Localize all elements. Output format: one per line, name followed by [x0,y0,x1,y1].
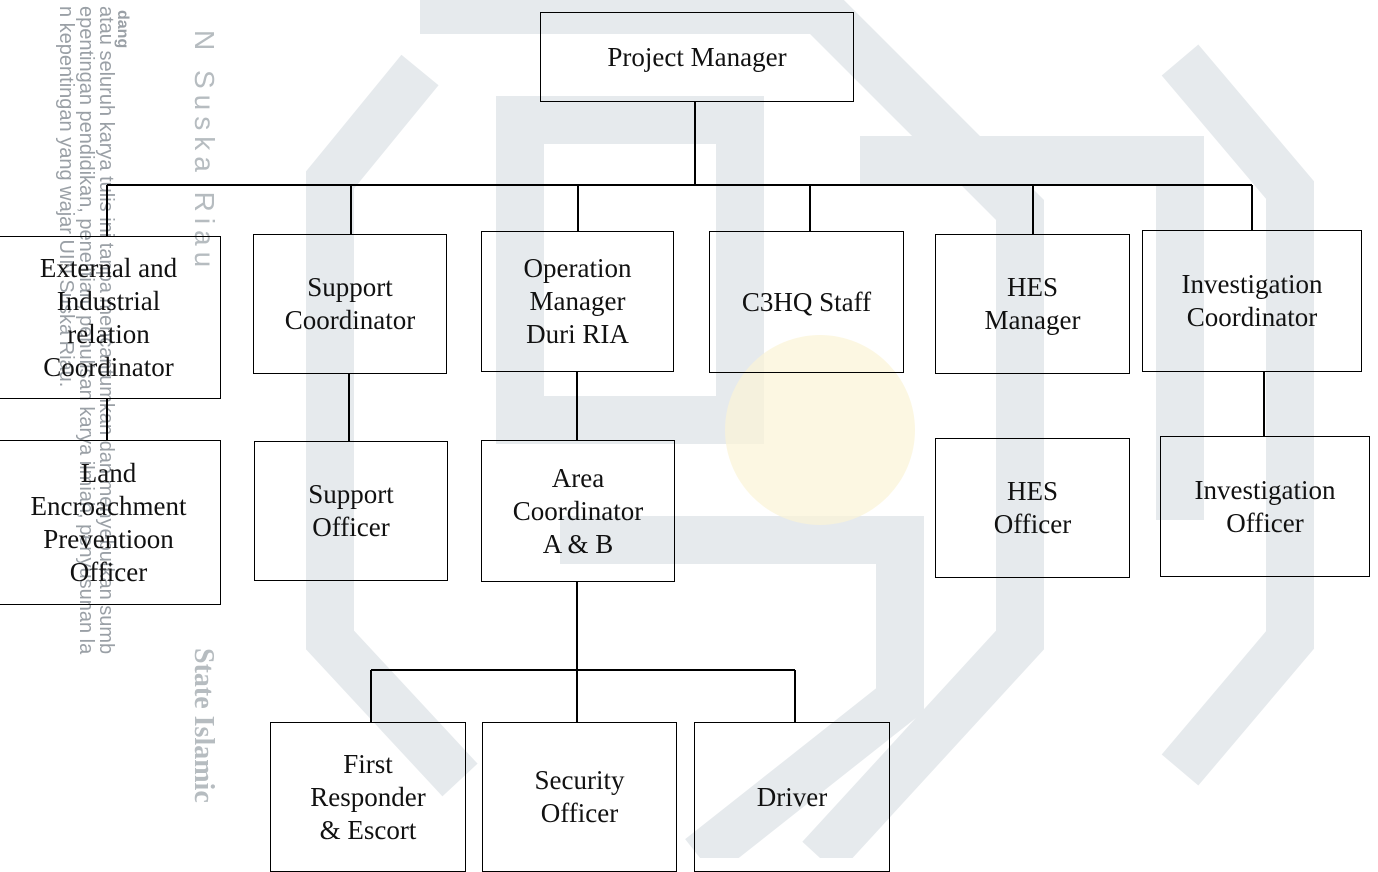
support-coordinator-box: Support Coordinator [253,234,447,374]
first-responder-escort-label: First Responder & Escort [310,748,426,845]
support-coordinator-label: Support Coordinator [284,272,416,335]
first-responder-escort-box: First Responder & Escort [270,722,466,872]
security-officer-box: Security Officer [482,722,677,872]
area-coordinator-box: Area Coordinator A & B [481,440,675,582]
operation-manager-label: Operation Manager Duri RIA [523,253,632,349]
hes-manager-label: HES Manager [984,272,1081,335]
driver-box: Driver [694,722,890,872]
investigation-officer-label: Investigation Officer [1194,474,1336,538]
external-relation-coordinator-label: External and Industrial relation Coordin… [39,252,178,382]
driver-label: Driver [756,781,828,812]
investigation-coordinator-box: Investigation Coordinator [1142,230,1362,372]
investigation-coordinator-label: Investigation Coordinator [1181,269,1323,332]
c3hq-staff-label: C3HQ Staff [741,286,872,317]
land-encroachment-officer-label: Land Encroachment Preventioon Officer [30,457,187,587]
hes-manager-box: HES Manager [935,234,1130,374]
project-manager-label: Project Manager [607,41,787,72]
hes-officer-box: HES Officer [935,438,1130,578]
land-encroachment-officer-box: Land Encroachment Preventioon Officer [0,440,221,605]
investigation-officer-box: Investigation Officer [1160,436,1370,577]
project-manager-box: Project Manager [540,12,854,102]
support-officer-box: Support Officer [254,441,448,581]
c3hq-staff-box: C3HQ Staff [709,231,904,373]
operation-manager-box: Operation Manager Duri RIA [481,231,674,372]
area-coordinator-label: Area Coordinator A & B [512,462,644,559]
external-relation-coordinator-box: External and Industrial relation Coordin… [0,236,221,399]
security-officer-label: Security Officer [534,765,625,828]
support-officer-label: Support Officer [308,479,394,542]
hes-officer-label: HES Officer [993,476,1072,539]
